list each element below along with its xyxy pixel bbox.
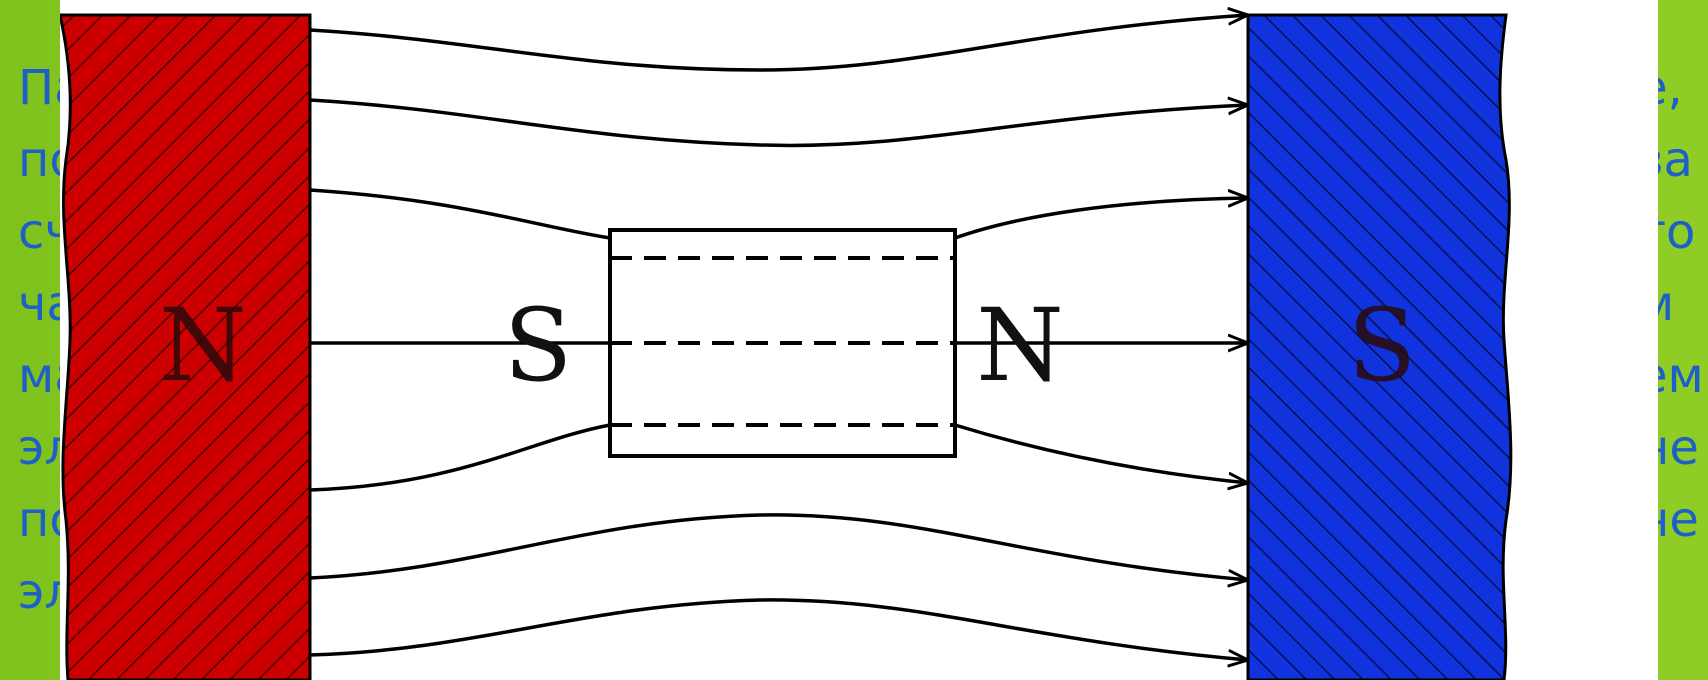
left-magnet-n bbox=[60, 13, 312, 680]
diagram-svg: N S N S bbox=[60, 0, 1513, 680]
field-line bbox=[309, 100, 1248, 148]
field-line bbox=[309, 513, 1248, 580]
inner-sample-right-pole-label: N bbox=[976, 287, 1064, 404]
field-line bbox=[309, 15, 1248, 72]
field-line bbox=[309, 598, 1248, 660]
right-magnet-pole-label: S bbox=[1348, 287, 1417, 404]
inner-sample-left-pole-label: S bbox=[504, 287, 573, 404]
inner-dashed-lines bbox=[610, 256, 955, 427]
right-magnet-s bbox=[1246, 13, 1513, 680]
magnetic-field-diagram: N S N S bbox=[60, 0, 1658, 680]
left-magnet-pole-label: N bbox=[159, 287, 247, 404]
